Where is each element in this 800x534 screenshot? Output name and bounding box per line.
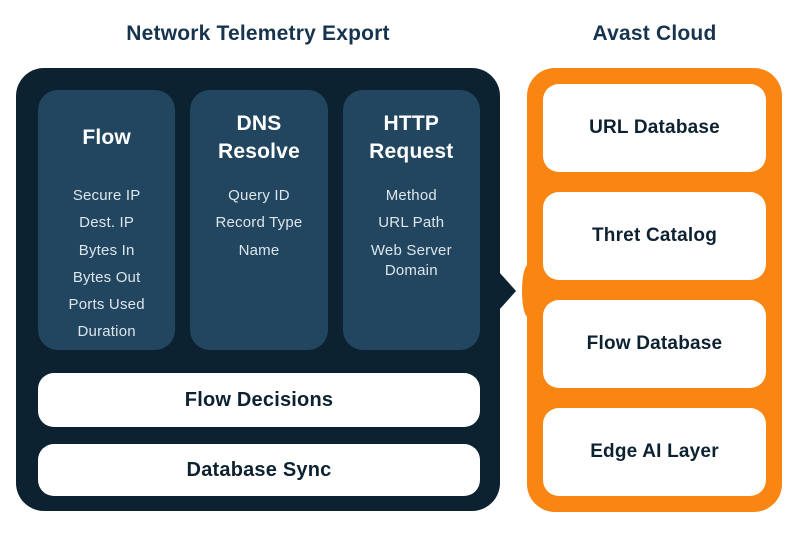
- list-item: URL Path: [378, 214, 445, 232]
- list-item: Secure IP: [72, 187, 141, 204]
- database-sync-bar: Database Sync: [38, 444, 480, 496]
- list-item: Ports Used: [68, 296, 145, 313]
- edge-ai-layer-box: Edge AI Layer: [543, 408, 766, 496]
- flow-column: Flow Secure IP Dest. IP Bytes In Bytes O…: [38, 90, 176, 350]
- list-item: Name: [238, 241, 280, 259]
- avast-cloud-panel: URL Database Thret Catalog Flow Database…: [522, 68, 782, 512]
- list-item: Bytes Out: [72, 268, 141, 286]
- list-item: Bytes In: [78, 241, 135, 259]
- dns-resolve-column: DNS Resolve Query ID Record Type Name: [190, 90, 328, 350]
- dns-heading-wrap: DNS Resolve: [194, 90, 323, 186]
- list-item: Query ID: [228, 187, 290, 204]
- telemetry-columns: Flow Secure IP Dest. IP Bytes In Bytes O…: [38, 90, 480, 350]
- connector-bump-icon: [522, 265, 534, 317]
- list-item: Web Server Domain: [370, 241, 452, 279]
- threat-catalog-box: Thret Catalog: [543, 192, 766, 280]
- telemetry-export-title: Network Telemetry Export: [126, 22, 390, 45]
- flow-heading: Flow: [82, 125, 131, 149]
- http-request-column: HTTP Request Method URL Path Web Server …: [342, 90, 480, 350]
- flow-heading-wrap: Flow: [42, 90, 171, 186]
- http-items: Method URL Path Web Server Domain: [347, 186, 476, 281]
- dns-resolve-heading: DNS Resolve: [218, 111, 300, 163]
- flow-database-box: Flow Database: [543, 300, 766, 388]
- flow-decisions-bar: Flow Decisions: [38, 373, 480, 427]
- list-item: Method: [385, 187, 437, 204]
- list-item: Dest. IP: [79, 214, 135, 232]
- http-request-heading: HTTP Request: [369, 111, 454, 163]
- telemetry-export-panel: Flow Secure IP Dest. IP Bytes In Bytes O…: [16, 68, 516, 511]
- url-database-box: URL Database: [543, 84, 766, 172]
- flow-items: Secure IP Dest. IP Bytes In Bytes Out Po…: [42, 186, 171, 343]
- list-item: Record Type: [215, 214, 303, 232]
- avast-cloud-title: Avast Cloud: [592, 22, 717, 45]
- connector-arrow-icon: [499, 272, 516, 310]
- list-item: Duration: [77, 323, 136, 341]
- dns-items: Query ID Record Type Name: [194, 186, 323, 261]
- http-heading-wrap: HTTP Request: [347, 90, 476, 186]
